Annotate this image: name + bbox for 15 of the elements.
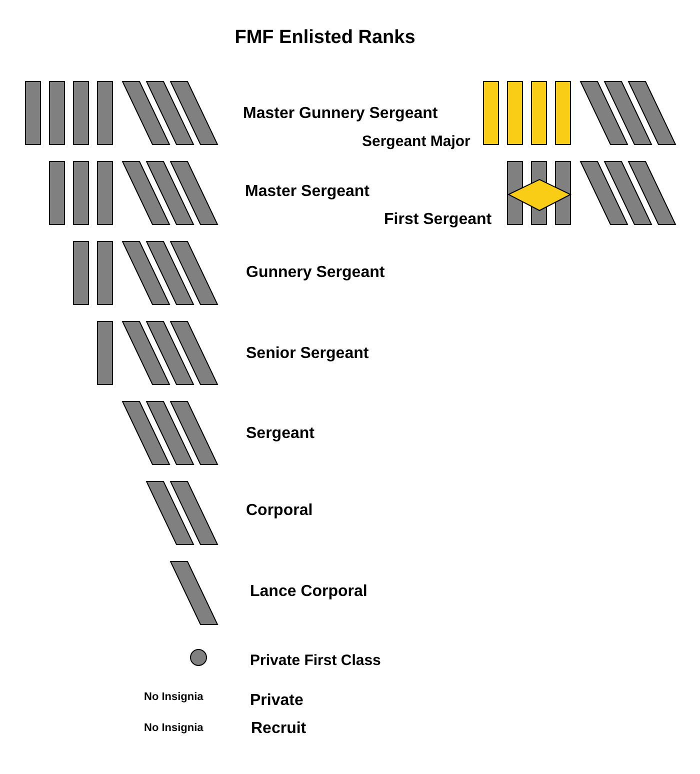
rank-name: Sergeant Major [362,134,470,148]
rank-name: Sergeant [246,426,314,442]
rank-name: Private First Class [250,652,381,668]
note-text: No Insignia [144,722,204,734]
title: FMF Enlisted Ranks [234,28,416,46]
rank-name: Master Gunnery Sergeant [243,106,438,122]
rank-name: Recruit [251,721,306,737]
rank-name: Gunnery Sergeant [246,265,385,281]
rank-name: Corporal [246,503,313,519]
rank-name: First Sergeant [384,212,492,228]
rank-name: Master Sergeant [245,184,370,200]
rank-name: Senior Sergeant [246,346,369,362]
rank-name: Private [250,693,304,709]
note-text: No Insignia [144,692,204,702]
rank-name: Lance Corporal [250,584,368,600]
